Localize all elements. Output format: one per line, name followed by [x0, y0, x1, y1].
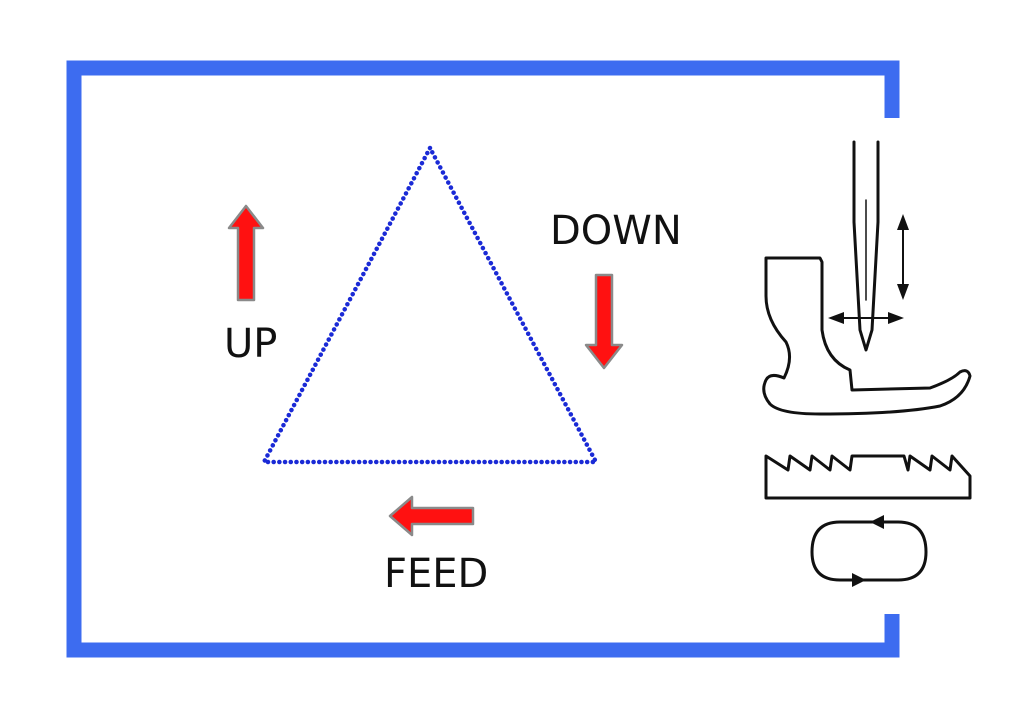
- bobbin-loop-icon: [810, 515, 928, 587]
- feed-arrow: [388, 495, 475, 537]
- sewing-mechanism-illustration: [762, 140, 972, 587]
- down-label: DOWN: [550, 208, 682, 254]
- up-label: UP: [224, 321, 277, 367]
- needle-icon: [852, 140, 880, 352]
- presser-foot-icon: [762, 256, 972, 416]
- feed-dog-icon: [764, 454, 972, 500]
- feed-label: FEED: [384, 551, 488, 597]
- up-arrow: [227, 204, 265, 302]
- motion-triangle: [261, 145, 599, 465]
- horizontal-double-arrow-icon: [828, 312, 904, 324]
- vertical-double-arrow-icon: [897, 214, 909, 300]
- down-arrow: [584, 273, 624, 370]
- frame-border: [66, 60, 900, 658]
